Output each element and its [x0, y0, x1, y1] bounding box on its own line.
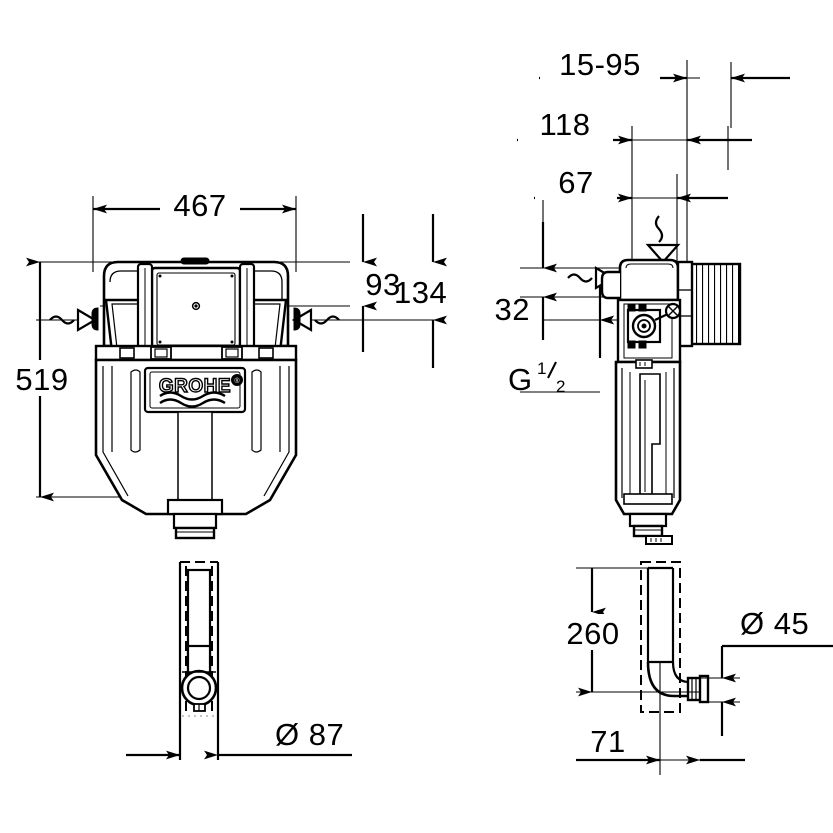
side-view: 15-95 118 67 32 G 1 2	[495, 47, 790, 538]
front-view: 467 519 93 134	[6, 188, 447, 540]
dimension-260-label: 260	[566, 616, 619, 651]
bottom-left-outline	[178, 561, 220, 760]
vent-arrow-icon	[645, 215, 681, 264]
dimension-15-95: 15-95	[539, 47, 790, 83]
dimension-519-label: 519	[15, 362, 68, 397]
dimension-15-95-label: 15-95	[559, 47, 641, 82]
dimension-134-label: 134	[394, 275, 447, 310]
dimension-118-label: 118	[540, 107, 591, 142]
dimension-diameter-45-label: Ø 45	[740, 606, 809, 641]
side-valve-assembly	[626, 302, 682, 349]
dimension-519: 519	[6, 257, 78, 502]
bottom-left-view: Ø 87	[126, 561, 352, 760]
water-flow-right-icon	[291, 308, 340, 332]
grohe-wave-icon	[159, 391, 226, 408]
side-cistern-body	[600, 258, 694, 538]
bottom-right-outline	[640, 535, 710, 775]
dimension-diameter-45: Ø 45	[720, 606, 833, 736]
water-flow-left-icon	[49, 308, 98, 332]
dimension-32-label: 32	[495, 292, 530, 327]
dimension-67: 67	[534, 165, 728, 203]
dimension-g-half-thread: G 1 2	[508, 282, 614, 397]
dimension-134: 134	[394, 214, 447, 368]
dimension-diameter-87-label: Ø 87	[275, 717, 344, 752]
dimension-467: 467	[93, 188, 296, 226]
dimension-93: 93	[361, 214, 400, 352]
wall-hatch	[688, 262, 742, 346]
dimension-71: 71	[574, 722, 745, 765]
dimension-32: 32	[495, 222, 557, 340]
dimension-67-label: 67	[558, 165, 593, 200]
thread-label-g: G	[508, 362, 533, 397]
bottom-right-view: 260 Ø 45 71	[552, 535, 833, 775]
thread-label-denominator: 2	[556, 377, 565, 396]
registered-mark: ®	[234, 377, 240, 385]
dimension-118: 118	[517, 107, 752, 145]
dimension-93-label: 93	[365, 267, 400, 302]
dimension-467-label: 467	[173, 188, 226, 223]
dimension-diameter-87: Ø 87	[126, 717, 352, 760]
dimension-260: 260	[552, 568, 634, 697]
front-cistern-body	[91, 257, 301, 540]
dimension-71-label: 71	[590, 724, 625, 759]
thread-label-numerator: 1	[537, 359, 546, 378]
grohe-logo: GROHE ®	[158, 374, 243, 408]
